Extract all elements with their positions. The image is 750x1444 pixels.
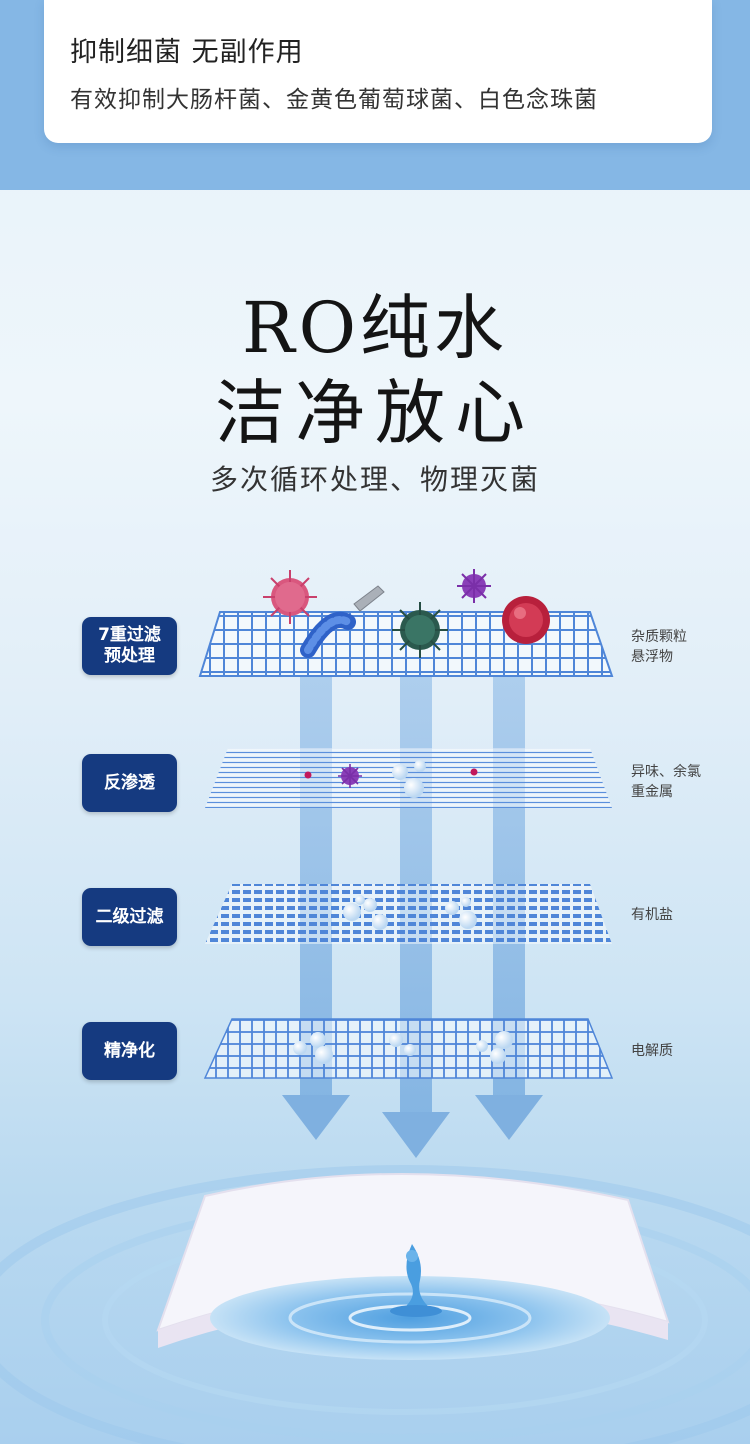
metal-particle-icon: [353, 585, 385, 612]
stage-note-prefilter: 杂质颗粒 悬浮物: [631, 629, 687, 665]
headline-line2: 洁净放心: [215, 372, 535, 454]
headline-line1: RO纯水: [241, 287, 509, 369]
bubble-cluster-icon: [392, 760, 426, 798]
tagline: 多次循环处理、物理灭菌: [209, 463, 540, 496]
stage-note-purify: 电解质: [631, 1043, 673, 1059]
stage-note-ro: 异味、余氯 重金属: [631, 764, 701, 800]
feature-card: 抑制细菌 无副作用 有效抑制大肠杆菌、金黄色葡萄球菌、白色念珠菌: [44, 0, 712, 143]
bubble-cluster-icon: [389, 1033, 416, 1056]
stage-note-secondary: 有机盐: [631, 907, 673, 923]
particle-icon: [470, 768, 478, 776]
arrow-down-icon: [475, 1095, 543, 1140]
bubble-cluster-icon: [293, 1032, 333, 1064]
red-virus-icon: [502, 596, 550, 644]
feature-title: 抑制细菌 无副作用: [70, 37, 304, 68]
water-pool: [210, 1276, 610, 1360]
stage-badge-purify: 精净化: [82, 1022, 177, 1080]
stage-badge-secondary: 二级过滤: [82, 888, 177, 946]
water-drop-icon: [390, 1244, 442, 1317]
feature-subtitle: 有效抑制大肠杆菌、金黄色葡萄球菌、白色念珠菌: [70, 87, 598, 113]
bubble-cluster-icon: [343, 895, 388, 930]
purple-virus-icon: [338, 764, 362, 788]
purple-virus-icon: [457, 569, 491, 603]
arrow-down-icon: [382, 1112, 450, 1158]
particle-icon: [304, 771, 312, 779]
green-virus-icon: [392, 602, 448, 658]
bubble-cluster-icon: [476, 1031, 513, 1064]
stage-badge-prefilter: 7重过滤 预处理: [82, 617, 177, 675]
pink-virus-icon: [263, 570, 317, 624]
stage-badge-ro: 反渗透: [82, 754, 177, 812]
arrow-down-icon: [282, 1095, 350, 1140]
blue-bacterium-icon: [300, 612, 356, 658]
bubble-cluster-icon: [445, 897, 477, 929]
